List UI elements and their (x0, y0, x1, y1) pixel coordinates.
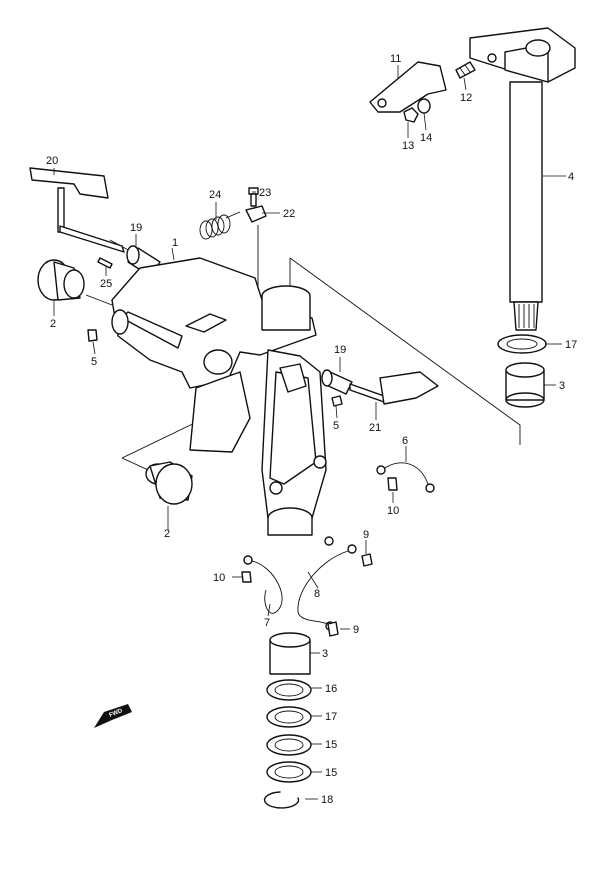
callout-1: 1 (172, 237, 178, 249)
bolt-9-upper (361, 553, 373, 567)
spring-24 (199, 211, 241, 240)
ground-wire-8 (297, 536, 357, 631)
callout-3a: 3 (559, 380, 565, 392)
washer-14 (417, 98, 431, 114)
bolt-23 (248, 187, 259, 207)
ground-wire-6 (376, 462, 435, 493)
washer-17-lower (266, 706, 312, 728)
bushing-3-upper (505, 362, 545, 408)
callout-25: 25 (100, 278, 112, 290)
callout-16: 16 (325, 683, 337, 695)
lever-20 (29, 167, 125, 253)
bushing-2-lower (145, 461, 193, 505)
callout-23: 23 (259, 187, 271, 199)
callout-12: 12 (460, 92, 472, 104)
callout-2b: 2 (164, 528, 170, 540)
swivel-bracket (111, 257, 327, 536)
callout-2a: 2 (50, 318, 56, 330)
clip-22 (245, 205, 267, 223)
stopper-plate (369, 61, 447, 113)
bolt-12 (455, 61, 476, 79)
callout-4: 4 (568, 171, 574, 183)
callout-3b: 3 (322, 648, 328, 660)
callout-7: 7 (264, 617, 270, 629)
lever-21 (349, 371, 439, 405)
bushing-2-upper (37, 259, 85, 301)
callout-10b: 10 (213, 572, 225, 584)
callout-11: 11 (390, 53, 401, 65)
callout-5b: 5 (333, 420, 339, 432)
callout-19b: 19 (334, 344, 346, 356)
nut-13 (403, 107, 419, 123)
bushing-3-lower (269, 632, 311, 675)
callout-17a: 17 (565, 339, 577, 351)
callout-15b: 15 (325, 767, 337, 779)
callout-21: 21 (369, 422, 381, 434)
callout-14: 14 (420, 132, 432, 144)
steering-shaft (469, 27, 576, 331)
callout-20: 20 (46, 155, 58, 167)
snap-ring-18 (263, 791, 300, 809)
washer-17-upper (497, 334, 547, 354)
leader-lines (53, 65, 566, 800)
ground-wire-7 (243, 555, 283, 614)
callout-labels: 1 2 2 3 3 4 5 5 6 7 8 9 9 10 10 11 12 13… (46, 53, 577, 806)
bolt-5-right (331, 395, 343, 407)
pin-25 (97, 257, 113, 269)
bolt-9-lower (327, 621, 339, 637)
callout-8: 8 (314, 588, 320, 600)
callout-19a: 19 (130, 222, 142, 234)
callout-9b: 9 (353, 624, 359, 636)
bolt-10-lower (241, 571, 252, 583)
bolt-5-left (87, 329, 98, 342)
washer-16 (266, 679, 312, 701)
callout-17b: 17 (325, 711, 337, 723)
fwd-label: FWD (109, 708, 125, 719)
callout-9a: 9 (363, 529, 369, 541)
shim-15-lower (266, 761, 312, 783)
callout-15a: 15 (325, 739, 337, 751)
bolt-10-upper (387, 477, 398, 491)
forward-arrow-icon: FWD (94, 704, 132, 728)
callout-22: 22 (283, 208, 295, 220)
callout-5a: 5 (91, 356, 97, 368)
callout-24: 24 (209, 189, 221, 201)
shim-15-upper (266, 734, 312, 756)
callout-6: 6 (402, 435, 408, 447)
collar-19-right (321, 369, 353, 395)
callout-13: 13 (402, 140, 414, 152)
callout-18: 18 (321, 794, 333, 806)
callout-10a: 10 (387, 505, 399, 517)
